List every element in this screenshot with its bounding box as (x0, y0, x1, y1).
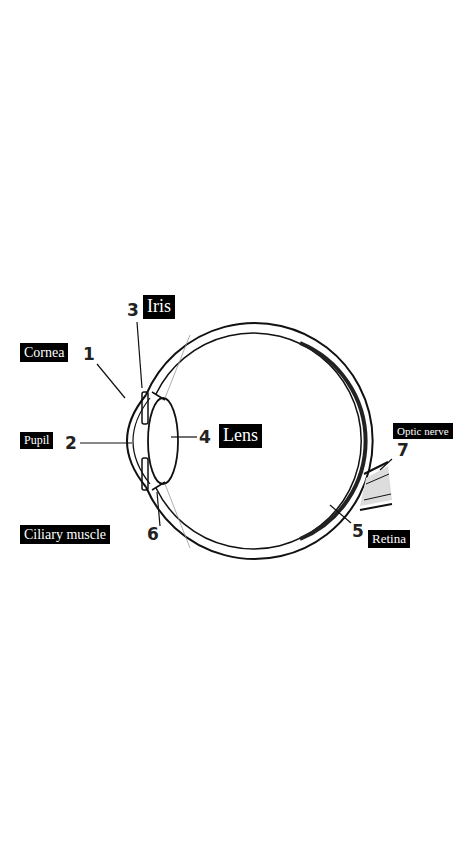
callout-number: 1 (83, 345, 95, 364)
callout-number: 7 (397, 441, 409, 460)
iris-shape (142, 392, 148, 424)
part-label: Iris (143, 295, 175, 319)
part-label: Cornea (20, 343, 68, 362)
part-label: Pupil (20, 432, 53, 449)
leader-lines (80, 322, 392, 526)
part-label: Ciliary muscle (20, 525, 110, 544)
retina-band (300, 343, 366, 539)
iris-shape (142, 458, 148, 490)
callout-number: 2 (65, 434, 77, 453)
callout-number: 5 (352, 522, 364, 541)
callout-number: 6 (147, 525, 159, 544)
lens-shape (148, 398, 178, 484)
callout-number: 4 (199, 428, 211, 447)
part-label: Lens (219, 424, 262, 448)
choroid-outline (156, 333, 361, 549)
sclera-outline (146, 323, 373, 559)
callout-number: 3 (127, 301, 139, 320)
part-label: Optic nerve (393, 423, 453, 439)
ciliary-shape (152, 392, 165, 490)
part-label: Retina (368, 530, 410, 548)
zonule-line (165, 335, 190, 548)
optic-nerve-shape (360, 462, 392, 510)
